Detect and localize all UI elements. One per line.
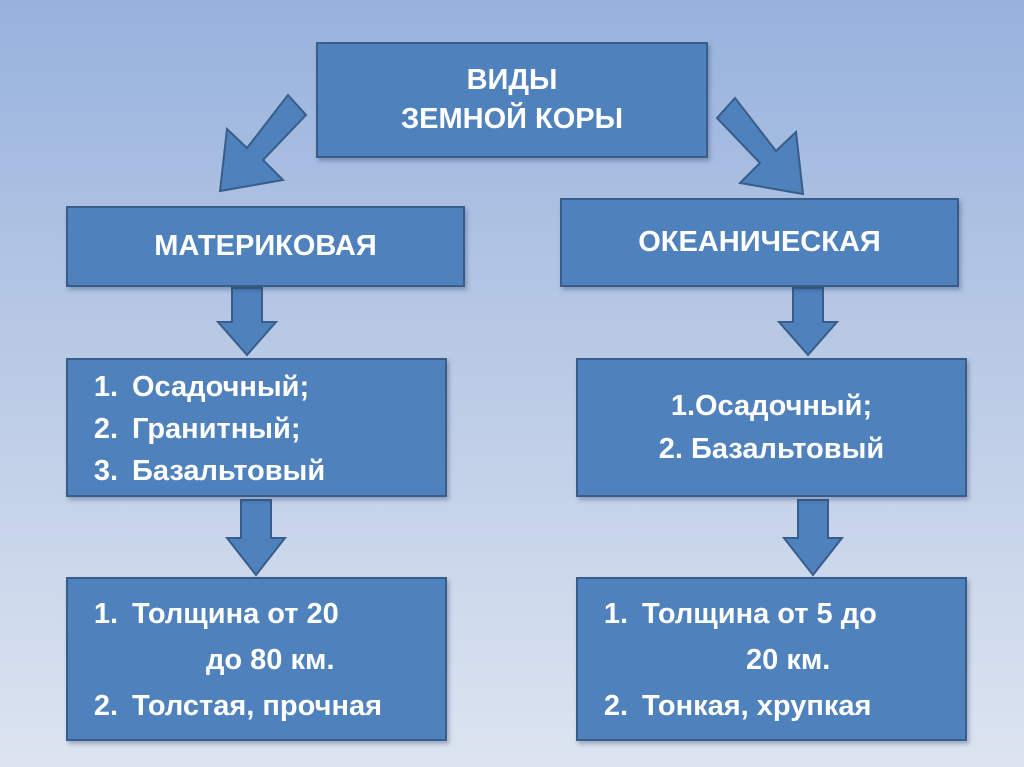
root-line-1: ВИДЫ <box>466 64 558 96</box>
list-item-number: 1. <box>93 370 118 403</box>
arrow-continental-to-layers <box>215 287 279 357</box>
list-item-number: 3. <box>93 454 118 487</box>
list-item: 1. Толщина от 5 до <box>578 591 965 637</box>
list-item: 2. Толстая, прочная <box>68 683 445 729</box>
root-line-2: ЗЕМНОЙ КОРЫ <box>400 103 624 135</box>
arrow-continental-to-properties <box>224 499 288 577</box>
list-item-number: 2. <box>93 412 118 445</box>
list-item-number: 2. <box>93 689 118 722</box>
list-item: 1. Толщина от 20 <box>68 591 445 637</box>
list-item-text: Толщина от 5 до <box>642 597 877 630</box>
list-item-text: до 80 км. <box>206 643 335 676</box>
list-item: 3. Базальтовый <box>68 450 445 492</box>
arrow-oceanic-to-properties <box>781 499 845 577</box>
arrow-root-to-continental <box>218 93 308 193</box>
oceanic-title: ОКЕАНИЧЕСКАЯ <box>638 226 881 258</box>
continental-title: МАТЕРИКОВАЯ <box>154 230 377 262</box>
oceanic-layer-1: 1.Осадочный; <box>670 389 873 422</box>
oceanic-properties-list: 1. Толщина от 5 до 20 км. 2. Тонкая, хру… <box>578 591 965 729</box>
oceanic-layers-box: 1.Осадочный; 2. Базальтовый <box>576 358 967 497</box>
list-item: 2. Гранитный; <box>68 408 445 450</box>
list-item-number: 2. <box>603 689 628 722</box>
list-item-text: 20 км. <box>746 643 831 676</box>
list-item: 2. Тонкая, хрупкая <box>578 683 965 729</box>
oceanic-layer-2: 2. Базальтовый <box>658 432 885 465</box>
list-item-number: 1. <box>93 597 118 630</box>
continental-title-box: МАТЕРИКОВАЯ <box>66 206 465 287</box>
root-box: ВИДЫ ЗЕМНОЙ КОРЫ <box>316 42 708 158</box>
continental-properties-list: 1. Толщина от 20 до 80 км. 2. Толстая, п… <box>68 591 445 729</box>
continental-layers-box: 1. Осадочный; 2. Гранитный; 3. Базальтов… <box>66 358 447 497</box>
oceanic-title-box: ОКЕАНИЧЕСКАЯ <box>560 198 959 287</box>
list-item-continuation: 20 км. <box>578 637 965 683</box>
list-item-text: Осадочный; <box>132 370 310 403</box>
list-item-text: Базальтовый <box>132 454 326 487</box>
list-item-text: Толстая, прочная <box>132 689 383 722</box>
list-item-text: Толщина от 20 <box>132 597 339 630</box>
continental-properties-box: 1. Толщина от 20 до 80 км. 2. Толстая, п… <box>66 577 447 741</box>
continental-layers-list: 1. Осадочный; 2. Гранитный; 3. Базальтов… <box>68 366 445 492</box>
list-item-continuation: до 80 км. <box>68 637 445 683</box>
oceanic-properties-box: 1. Толщина от 5 до 20 км. 2. Тонкая, хру… <box>576 577 967 741</box>
arrow-root-to-oceanic <box>715 96 805 196</box>
list-item-number: 1. <box>603 597 628 630</box>
list-item-text: Тонкая, хрупкая <box>642 689 872 722</box>
list-item-text: Гранитный; <box>132 412 301 445</box>
list-item: 1. Осадочный; <box>68 366 445 408</box>
arrow-oceanic-to-layers <box>776 287 840 357</box>
